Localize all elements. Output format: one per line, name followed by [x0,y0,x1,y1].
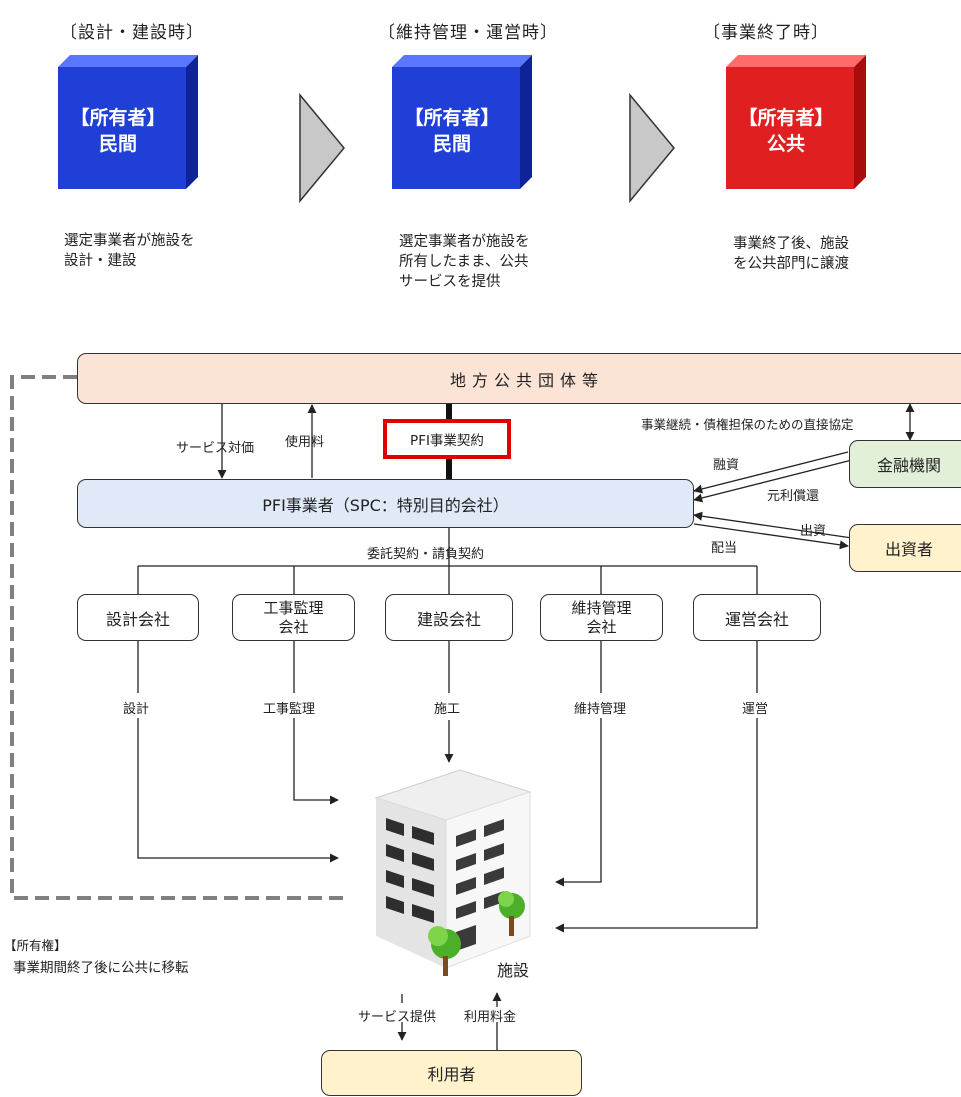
phase-3-cube: 【所有者】 公共 [726,55,866,195]
invest-label: 出資 [800,524,827,539]
role-operation: 運営 [742,702,769,717]
company-construction: 建設会社 [385,594,513,641]
phase-2-owner: 民間 [432,133,471,155]
phase-1-owner: 民間 [98,133,137,155]
user-fee-label: 利用料金 [464,1010,517,1025]
phase-1-title: 〔設計・建設時〕 [60,23,204,43]
role-maintenance: 維持管理 [574,702,627,717]
phase-2-cube: 【所有者】 民間 [392,55,532,195]
facility-label: 施設 [497,961,530,980]
next-arrow-icon-1 [299,93,345,203]
phase-2-title: 〔維持管理・運営時〕 [378,23,558,43]
phase-1-owner-tag: 【所有者】 [70,107,166,129]
spc-box: PFI事業者（SPC：特別目的会社） [77,479,694,528]
loan-label: 融資 [713,458,740,473]
role-construction: 施工 [434,702,461,717]
phase-3-title: 〔事業終了時〕 [703,23,829,43]
direct-agreement-label: 事業継続・債権担保のための直接協定 [641,417,854,432]
investor-box: 出資者 [849,524,961,572]
dividend-label: 配当 [711,541,738,556]
building-icon [374,769,532,976]
role-design: 設計 [123,702,150,717]
phase-2-owner-tag: 【所有者】 [404,107,500,129]
service-fee-label: サービス対価 [176,441,255,456]
next-arrow-icon-2 [629,93,675,203]
company-operation: 運営会社 [693,594,821,641]
contract-box: PFI事業契約 [383,419,511,459]
phase-3-owner: 公共 [766,133,805,155]
role-supervision: 工事監理 [263,702,316,717]
user-box: 利用者 [321,1050,582,1096]
gov-box: 地方公共団体等 [77,353,961,404]
phase-3-owner-tag: 【所有者】 [738,107,834,129]
company-design: 設計会社 [77,594,199,641]
bank-box: 金融機関 [849,440,961,488]
phase-2-desc: 選定事業者が施設を 所有したまま、公共 サービスを提供 [399,234,530,290]
company-supervision: 工事監理 会社 [232,594,355,641]
ownership-title: 【所有権】 [4,938,67,953]
phase-3-desc: 事業終了後、施設 を公共部門に譲渡 [733,236,849,272]
consign-label: 委託契約・請負契約 [367,547,485,562]
usage-fee-label: 使用料 [285,435,325,450]
repay-label: 元利償還 [767,489,820,504]
ownership-desc: 事業期間終了後に公共に移転 [13,960,189,976]
phase-1-cube: 【所有者】 民間 [58,55,198,195]
company-maintenance: 維持管理 会社 [540,594,663,641]
phase-1-desc: 選定事業者が施設を 設計・建設 [64,233,195,269]
service-provide-label: サービス提供 [358,1010,437,1025]
